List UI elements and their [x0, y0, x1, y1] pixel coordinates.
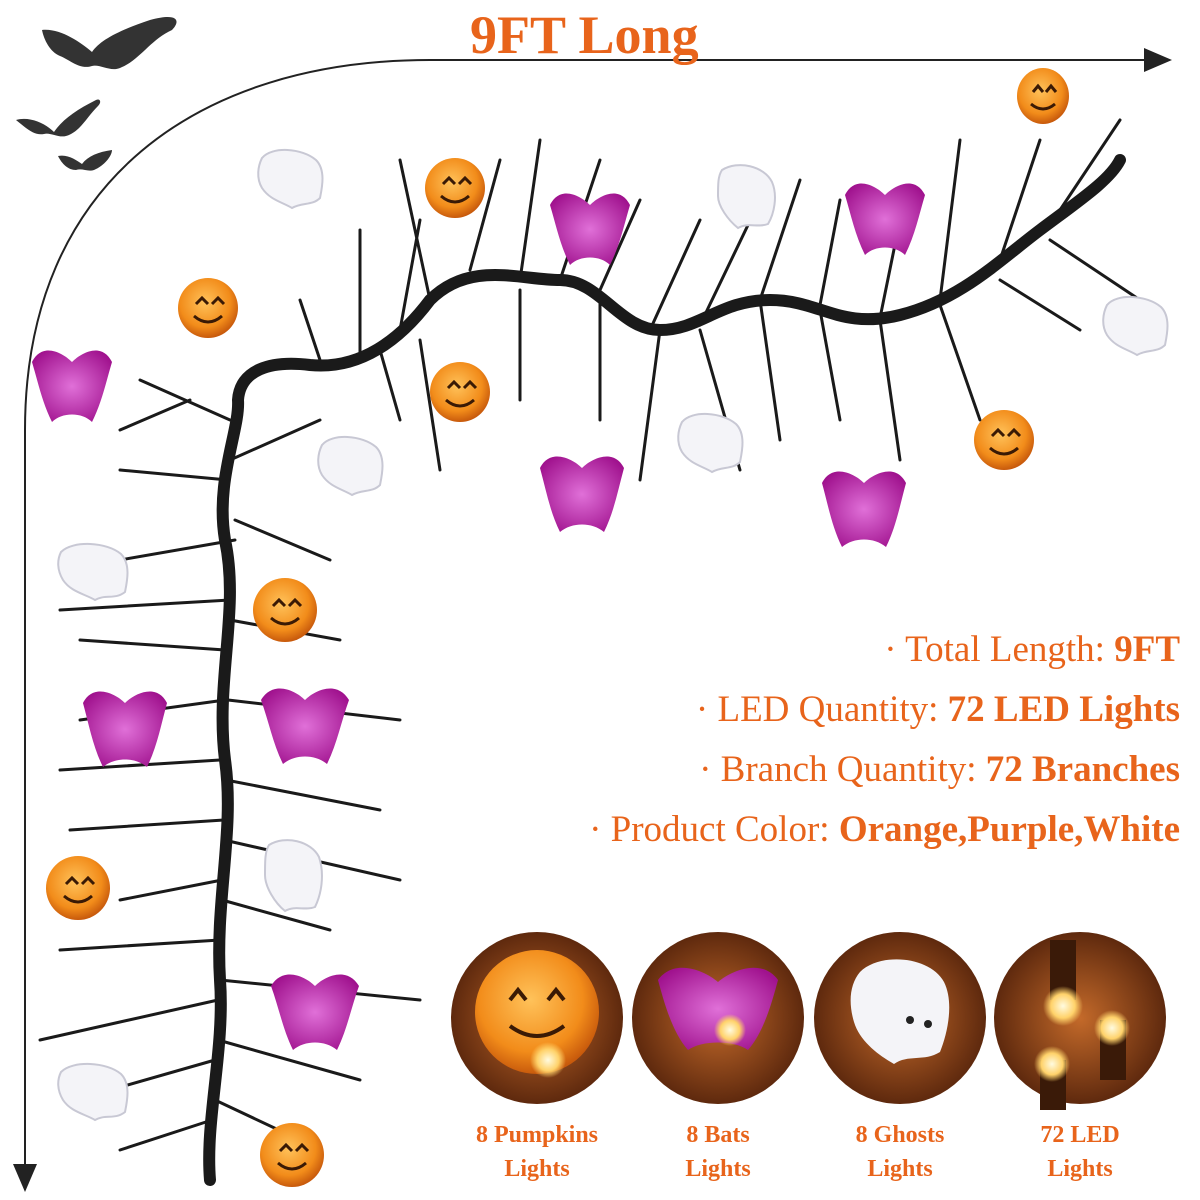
- feature-caption: 8 Ghosts Lights: [810, 1118, 990, 1186]
- spec-branch-quantity: · Branch Quantity: 72 Branches: [699, 749, 1180, 790]
- feature-pumpkins: 8 Pumpkins Lights: [447, 930, 627, 1186]
- length-headline: 9FT Long: [470, 5, 699, 65]
- feature-caption-line1: 8 Bats: [686, 1122, 750, 1148]
- feature-ghosts: 8 Ghosts Lights: [810, 930, 990, 1186]
- feature-caption-line2: Lights: [867, 1156, 933, 1182]
- bat-closeup-icon: [632, 932, 804, 1104]
- spec-list: · Total Length: 9FT · LED Quantity: 72 L…: [440, 620, 1180, 860]
- spec-led-quantity: · LED Quantity: 72 LED Lights: [695, 689, 1180, 730]
- feature-caption: 8 Bats Lights: [628, 1118, 808, 1186]
- spec-total-length: · Total Length: 9FT: [884, 629, 1180, 670]
- spec-label: Branch Quantity:: [720, 749, 977, 790]
- ghost-light-icon: [57, 148, 1169, 1122]
- spec-label: LED Quantity:: [717, 689, 939, 730]
- spec-label: Total Length:: [905, 629, 1105, 670]
- feature-caption-line2: Lights: [504, 1156, 570, 1182]
- spec-product-color: · Product Color: Orange,Purple,White: [589, 809, 1180, 850]
- bat-silhouette-icon: [16, 17, 177, 171]
- garland-branch: [203, 154, 1126, 1186]
- spec-value: 72 Branches: [985, 749, 1180, 790]
- feature-caption: 72 LED Lights: [990, 1118, 1170, 1186]
- feature-caption-line1: 72 LED: [1040, 1122, 1120, 1148]
- feature-caption-line1: 8 Ghosts: [855, 1122, 945, 1148]
- feature-caption-line2: Lights: [1047, 1156, 1113, 1182]
- spec-value: 72 LED Lights: [947, 689, 1180, 730]
- ghost-closeup-icon: [814, 932, 986, 1104]
- pumpkin-closeup-icon: [451, 932, 623, 1104]
- pumpkin-light-icon: [46, 68, 1069, 1187]
- length-arrow: [24, 48, 1172, 1190]
- feature-caption-line2: Lights: [685, 1156, 751, 1182]
- feature-caption: 8 Pumpkins Lights: [447, 1118, 627, 1186]
- spec-label: Product Color:: [610, 809, 830, 850]
- feature-caption-line1: 8 Pumpkins: [475, 1122, 599, 1148]
- feature-bats: 8 Bats Lights: [628, 930, 808, 1186]
- spec-value: Orange,Purple,White: [838, 809, 1180, 850]
- spec-value: 9FT: [1114, 629, 1180, 670]
- bat-light-icon: [32, 183, 925, 1050]
- led-closeup-icon: [994, 932, 1166, 1110]
- feature-led: 72 LED Lights: [990, 930, 1170, 1186]
